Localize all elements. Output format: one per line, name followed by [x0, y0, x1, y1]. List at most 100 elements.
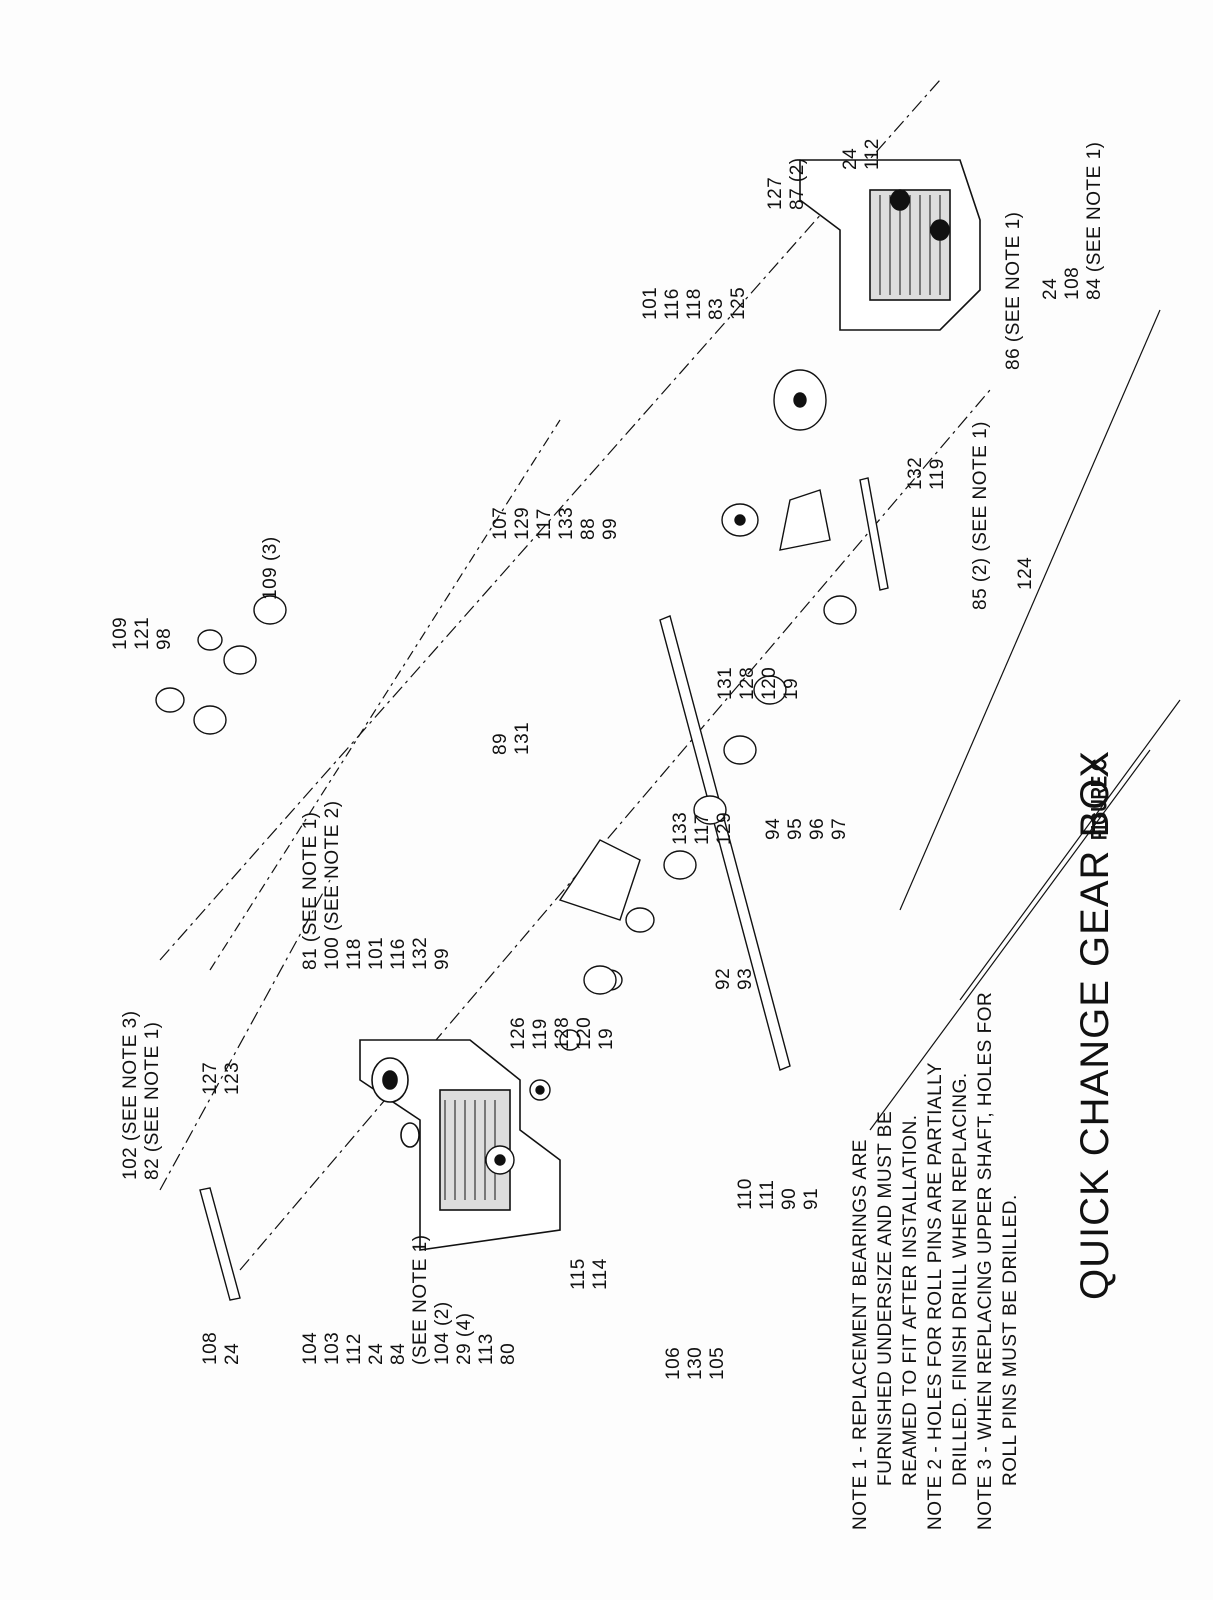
- label-118: 118: [344, 938, 365, 970]
- callout-bearing-group: 81 (SEE NOTE 1) 100 (SEE NOTE 2) 118 101…: [300, 800, 454, 970]
- label-94: 94: [763, 817, 784, 840]
- label-109-3: 109 (3): [260, 536, 281, 600]
- callout-center-mid: 133 117 129: [670, 812, 736, 845]
- label-87-2: 87 (2): [787, 157, 808, 210]
- far-link-line: [899, 309, 1161, 911]
- upper-axis-line: [159, 79, 941, 961]
- gear-set: [155, 369, 827, 1175]
- label-83: 83: [706, 297, 727, 320]
- note-1-line-3: REAMED TO FIT AFTER INSTALLATION.: [900, 1114, 921, 1486]
- label-101: 101: [366, 936, 387, 970]
- label-125: 125: [728, 286, 749, 320]
- note-2-line-2: DRILLED. FINISH DRILL WHEN REPLACING.: [950, 1072, 971, 1486]
- label-133b: 133: [556, 506, 577, 540]
- callout-left-group: 108 24: [200, 1332, 244, 1365]
- callout-right-lower: 132 119: [905, 457, 949, 490]
- notes-block: NOTE 1 - REPLACEMENT BEARINGS ARE FURNIS…: [848, 992, 1023, 1530]
- label-128b: 128: [737, 666, 758, 700]
- shift-lever-left: [558, 839, 641, 921]
- label-19: 19: [596, 1027, 617, 1050]
- callout-top-left-a: 102 (SEE NOTE 3) 82 (SEE NOTE 1): [120, 1010, 164, 1180]
- label-121: 121: [132, 616, 153, 650]
- label-109: 109: [110, 616, 131, 650]
- label-110: 110: [735, 1178, 756, 1210]
- label-119: 119: [530, 1018, 551, 1050]
- callout-gear-row-b: 92 93: [713, 968, 757, 990]
- callout-gear-row: 94 95 96 97: [763, 818, 851, 840]
- label-107: 107: [490, 506, 511, 540]
- label-132b: 132: [905, 456, 926, 490]
- label-90: 90: [779, 1187, 800, 1210]
- label-104: 104: [300, 1331, 321, 1365]
- label-131b: 131: [715, 666, 736, 700]
- label-24c: 24: [840, 147, 861, 170]
- label-84b: 84 (SEE NOTE 1): [1084, 141, 1105, 301]
- label-103: 103: [322, 1331, 343, 1365]
- label-126: 126: [508, 1016, 529, 1050]
- label-128: 128: [552, 1016, 573, 1050]
- label-114: 114: [590, 1258, 611, 1290]
- callout-bottom-left: 115 114: [568, 1258, 612, 1290]
- note-1-line-1: NOTE 1 - REPLACEMENT BEARINGS ARE: [850, 1139, 871, 1530]
- callout-center-lower: 131 128 120 19: [715, 667, 803, 700]
- label-82: 82 (SEE NOTE 1): [142, 1021, 163, 1181]
- label-92: 92: [713, 967, 734, 990]
- label-117: 117: [692, 813, 713, 845]
- callout-top-left-b: 127 123: [200, 1062, 244, 1095]
- note-3-line-2: ROLL PINS MUST BE DRILLED.: [1000, 1194, 1021, 1486]
- label-95: 95: [785, 817, 806, 840]
- callout-gear-row-c: 110 111 90 91: [735, 1178, 823, 1210]
- callout-right-bottom: 85 (2) (SEE NOTE 1): [970, 421, 992, 610]
- callout-far-right: 24 108 84 (SEE NOTE 1): [1040, 142, 1106, 301]
- label-106: 106: [663, 1346, 684, 1380]
- callout-left-lower-a: 126 119 128 120 19: [508, 1017, 618, 1050]
- label-85-2: 85 (2) (SEE NOTE 1): [970, 421, 991, 610]
- label-124: 124: [1015, 556, 1036, 590]
- label-116b: 116: [662, 288, 683, 320]
- callout-center-top: 107 129 117 133 88 99: [490, 507, 622, 540]
- label-99: 99: [432, 947, 453, 970]
- label-101b: 101: [640, 286, 661, 320]
- label-97: 97: [829, 817, 850, 840]
- note-1-line-2: FURNISHED UNDERSIZE AND MUST BE: [875, 1110, 896, 1486]
- callout-right-mid: 101 116 118 83 125: [640, 287, 750, 320]
- label-132: 132: [410, 936, 431, 970]
- callout-left-top-gears-b: 109 (3): [260, 536, 282, 600]
- callout-right-top: 127 87 (2): [765, 157, 809, 210]
- label-80: 80: [498, 1342, 519, 1365]
- knob-left: [583, 965, 617, 995]
- label-113: 113: [476, 1333, 497, 1365]
- knob-right: [823, 595, 857, 625]
- label-116: 116: [388, 938, 409, 970]
- label-112: 112: [344, 1333, 365, 1365]
- callout-center-upper: 89 131: [490, 722, 534, 755]
- figure-label: FIGURE C: [1087, 758, 1112, 840]
- callout-shaft-group: 104 103 112 24 84 (SEE NOTE 1) 104 (2) 2…: [300, 1234, 520, 1365]
- left-link-line-2: [959, 699, 1181, 1001]
- label-100: 100 (SEE NOTE 2): [322, 800, 343, 970]
- label-130: 130: [685, 1346, 706, 1380]
- note-2-line-1: NOTE 2 - HOLES FOR ROLL PINS ARE PARTIAL…: [925, 1062, 946, 1530]
- label-91: 91: [801, 1187, 822, 1210]
- label-119b: 119: [927, 458, 948, 490]
- label-88: 88: [578, 517, 599, 540]
- label-24d: 24: [1040, 277, 1061, 300]
- label-123: 123: [222, 1061, 243, 1095]
- label-112b: 112: [862, 138, 883, 170]
- label-99b: 99: [600, 517, 621, 540]
- label-108: 108: [200, 1331, 221, 1365]
- label-86: 86 (SEE NOTE 1): [1003, 211, 1024, 371]
- label-120: 120: [574, 1016, 595, 1050]
- label-117b: 117: [534, 508, 555, 540]
- gear-row-axis: [209, 419, 561, 971]
- callout-bottom-left-b: 106 130 105: [663, 1347, 729, 1380]
- label-19b: 19: [781, 677, 802, 700]
- label-133: 133: [670, 811, 691, 845]
- callout-right-far: 24 112: [840, 138, 884, 170]
- label-118b: 118: [684, 288, 705, 320]
- long-shaft: [659, 615, 791, 1071]
- shaft-118: [859, 477, 889, 591]
- label-89: 89: [490, 732, 511, 755]
